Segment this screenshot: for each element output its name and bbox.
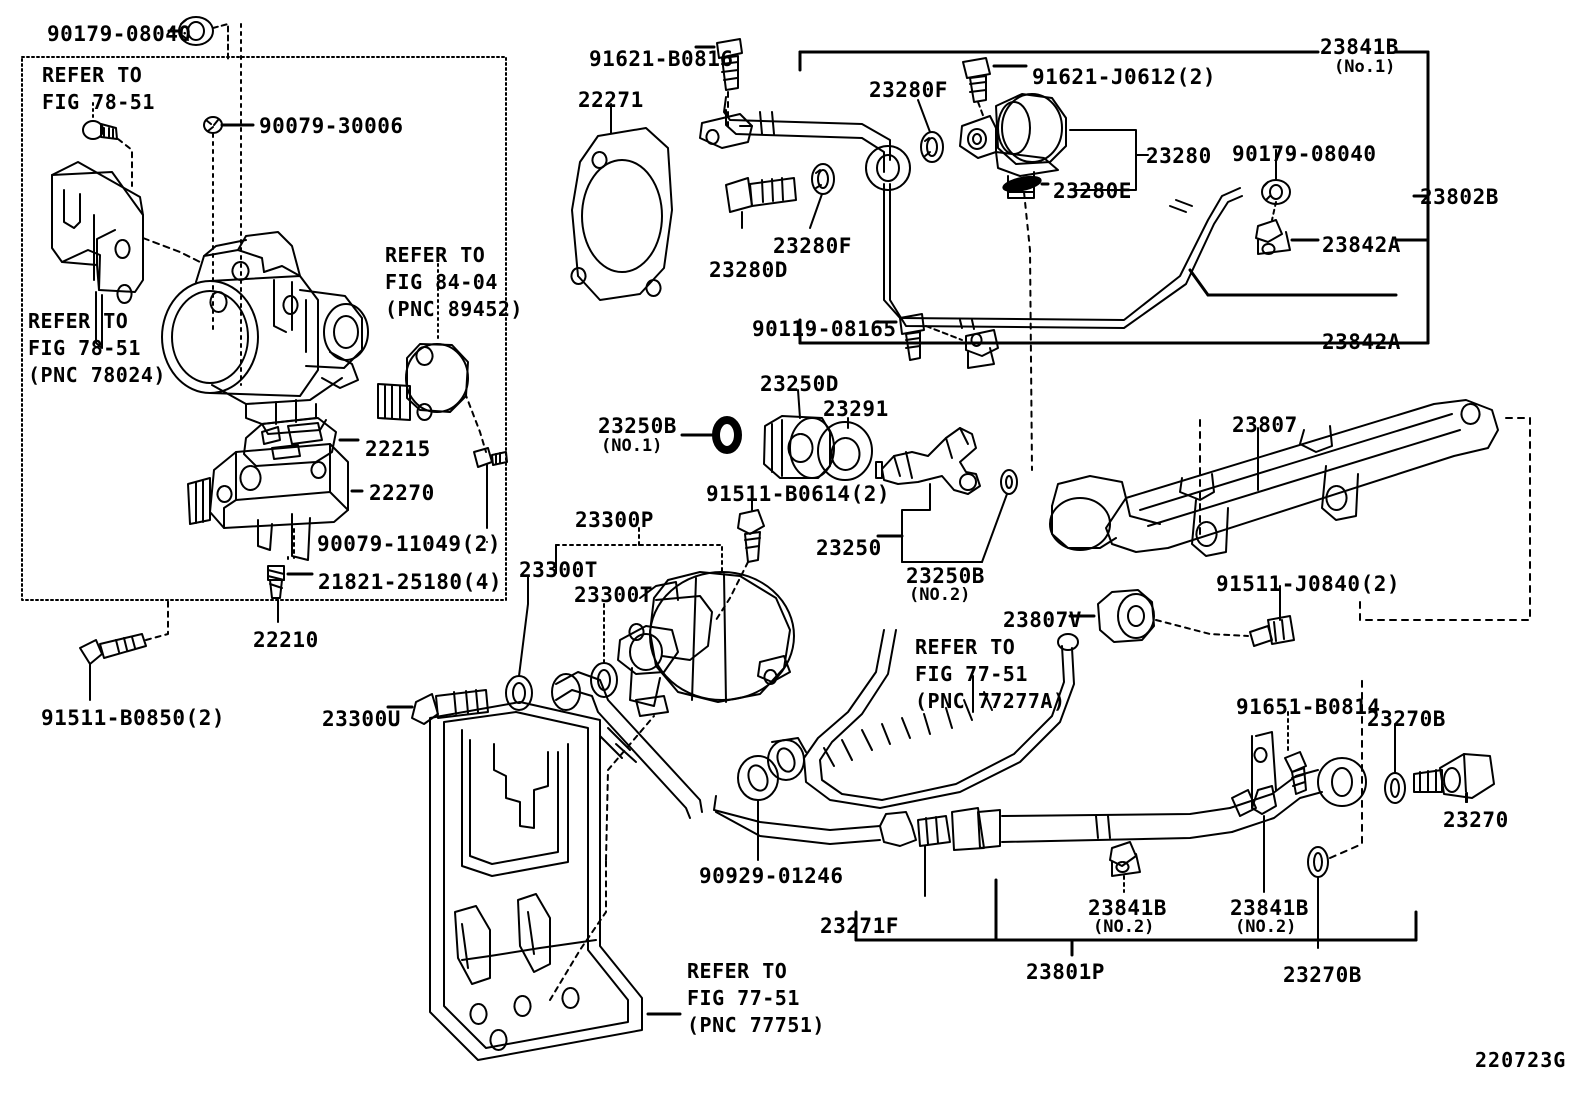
label-22271: 22271 bbox=[578, 88, 644, 112]
label-91651-B0814: 91651-B0814 bbox=[1236, 695, 1381, 719]
label-refer-fig-78-51: REFER TO FIG 78-51 bbox=[42, 63, 155, 114]
label-23250B-no2: 23250B bbox=[906, 564, 985, 588]
washer-23300T-right bbox=[591, 663, 617, 697]
label-23271F: 23271F bbox=[820, 914, 899, 938]
label-23280D: 23280D bbox=[709, 258, 788, 282]
label-23250D: 23250D bbox=[760, 372, 839, 396]
label-91511-B0850: 91511-B0850(2) bbox=[41, 706, 226, 730]
bolt-91651-B0814 bbox=[1285, 752, 1306, 794]
fuel-pressure-regulator-23280 bbox=[960, 94, 1066, 198]
label-90179-08040-right: 90179-08040 bbox=[1232, 142, 1377, 166]
clip-23842A-lower bbox=[966, 330, 998, 368]
label-23842A-lower: 23842A bbox=[1322, 330, 1401, 354]
label-23250B-no1: 23250B bbox=[598, 414, 677, 438]
bolt-23300U bbox=[412, 690, 488, 724]
label-90079-11049: 90079-11049(2) bbox=[317, 532, 502, 556]
bolt-90119-08165 bbox=[900, 314, 924, 360]
clip-23841B-no2-left bbox=[1110, 842, 1140, 876]
label-23841B-no2-left-suffix: (NO.2) bbox=[1093, 917, 1155, 937]
label-90179-08040-top: 90179-08040 bbox=[47, 22, 192, 46]
screw-21821-25180 bbox=[268, 566, 284, 598]
oring-23280E bbox=[1002, 174, 1042, 194]
throttle-body-22210 bbox=[162, 232, 368, 434]
label-23807V: 23807V bbox=[1003, 608, 1082, 632]
label-23841B-no2-left: 23841B bbox=[1088, 896, 1167, 920]
label-23300T-right: 23300T bbox=[574, 583, 653, 607]
bolt-91511-B0850 bbox=[80, 634, 146, 664]
label-23280: 23280 bbox=[1146, 144, 1212, 168]
label-23270B-lower: 23270B bbox=[1283, 963, 1362, 987]
label-23801P: 23801P bbox=[1026, 960, 1105, 984]
bolt-91511-B0614 bbox=[738, 510, 764, 562]
label-22210: 22210 bbox=[253, 628, 319, 652]
label-90929-01246: 90929-01246 bbox=[699, 864, 844, 888]
label-23807: 23807 bbox=[1232, 413, 1298, 437]
label-23802B: 23802B bbox=[1420, 185, 1499, 209]
washer-23270B-lower bbox=[1308, 847, 1328, 877]
oring-23250B-no1 bbox=[713, 417, 741, 453]
label-23270B-upper: 23270B bbox=[1367, 707, 1446, 731]
washer-23300T-left bbox=[506, 676, 532, 710]
label-91511-B0614: 91511-B0614(2) bbox=[706, 482, 891, 506]
label-90119-08165: 90119-08165 bbox=[752, 317, 897, 341]
hose-23300-outlet bbox=[552, 672, 702, 818]
label-23291: 23291 bbox=[823, 397, 889, 421]
label-refer-fig-77-51-77277A: REFER TO FIG 77-51 (PNC 77277A) bbox=[915, 635, 1066, 713]
label-refer-fig-78-51-pnc: REFER TO FIG 78-51 (PNC 78024) bbox=[28, 309, 166, 387]
clamp-90929-01246 bbox=[738, 738, 806, 800]
throttle-position-sensor-89452 bbox=[378, 344, 468, 420]
gasket-22215 bbox=[244, 418, 336, 466]
grommet-23280F-lower bbox=[812, 164, 834, 194]
label-23841B-no1-suffix: (No.1) bbox=[1334, 57, 1396, 77]
insulator-23807V bbox=[1098, 590, 1154, 642]
part-90179-08040-right bbox=[1262, 180, 1290, 204]
label-23300U: 23300U bbox=[322, 707, 401, 731]
figure-code-watermark: 220723G bbox=[1475, 1048, 1567, 1072]
bolt-91621-J0612 bbox=[963, 58, 990, 102]
label-23841B-no1: 23841B bbox=[1320, 35, 1399, 59]
label-23300T-left: 23300T bbox=[519, 558, 598, 582]
clip-23841B-no2-right bbox=[1252, 732, 1276, 814]
label-23280F-upper: 23280F bbox=[869, 78, 948, 102]
label-23841B-no2-right: 23841B bbox=[1230, 896, 1309, 920]
oring-23250B-no2 bbox=[1001, 470, 1017, 494]
fuel-pipe-23802B-lower bbox=[884, 184, 1242, 329]
label-91511-J0840: 91511-J0840(2) bbox=[1216, 572, 1401, 596]
label-23280E: 23280E bbox=[1053, 179, 1132, 203]
label-23270: 23270 bbox=[1443, 808, 1509, 832]
fuel-injector-23250 bbox=[876, 428, 980, 494]
label-23300P: 23300P bbox=[575, 508, 654, 532]
bolt-23280D bbox=[726, 178, 796, 212]
fuel-pipe-23802B-upper bbox=[700, 97, 910, 190]
fuel-hose-23271F bbox=[714, 758, 1366, 850]
label-22215: 22215 bbox=[365, 437, 431, 461]
label-23842A-upper: 23842A bbox=[1322, 233, 1401, 257]
label-23280F-lower: 23280F bbox=[773, 234, 852, 258]
part-90079-30006 bbox=[204, 117, 222, 133]
union-bolt-23270 bbox=[1414, 754, 1494, 798]
bolt-91511-J0840 bbox=[1250, 616, 1294, 646]
label-91621-B0816: 91621-B0816 bbox=[589, 47, 734, 71]
label-23250B-no1-suffix: (NO.1) bbox=[601, 436, 663, 456]
label-refer-fig-77-51-77751: REFER TO FIG 77-51 (PNC 77751) bbox=[687, 959, 825, 1037]
label-91621-J0612: 91621-J0612(2) bbox=[1032, 65, 1217, 89]
label-23250: 23250 bbox=[816, 536, 882, 560]
gasket-22271 bbox=[572, 128, 673, 300]
label-23841B-no2-right-suffix: (NO.2) bbox=[1235, 917, 1297, 937]
bolt-90079-11049 bbox=[474, 448, 507, 467]
label-22270: 22270 bbox=[369, 481, 435, 505]
label-refer-fig-84-04: REFER TO FIG 84-04 (PNC 89452) bbox=[385, 243, 523, 321]
grommet-23291 bbox=[818, 422, 872, 480]
grommet-23280F-upper bbox=[921, 132, 943, 162]
label-90079-30006: 90079-30006 bbox=[259, 114, 404, 138]
washer-23270B-upper bbox=[1385, 773, 1405, 803]
mounting-bracket-77751 bbox=[430, 702, 642, 1060]
clip-23842A-upper bbox=[1256, 220, 1290, 254]
insulator-23250D bbox=[764, 416, 834, 478]
label-23250B-no2-suffix: (NO.2) bbox=[909, 585, 971, 605]
label-21821-25180: 21821-25180(4) bbox=[318, 570, 503, 594]
bolt-refer-78-51 bbox=[83, 121, 117, 139]
